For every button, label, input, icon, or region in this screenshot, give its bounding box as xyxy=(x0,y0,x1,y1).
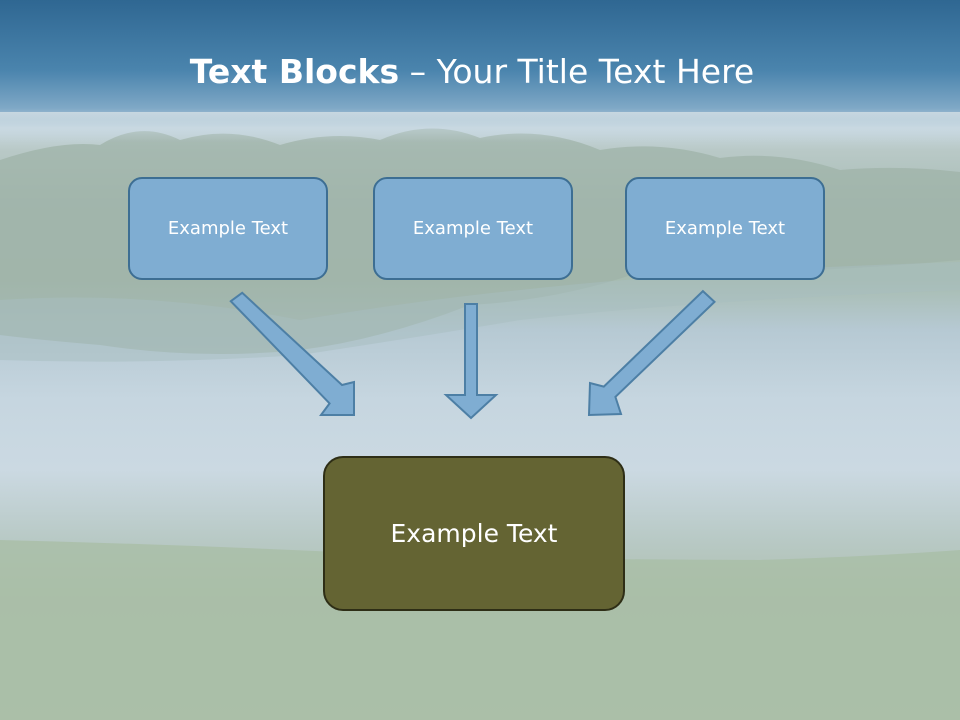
slide-title: Text Blocks – Your Title Text Here xyxy=(0,52,944,91)
target-block-label: Example Text xyxy=(390,519,558,548)
far-shore xyxy=(0,262,960,362)
text-block-3[interactable]: Example Text xyxy=(625,177,825,280)
text-block-2[interactable]: Example Text xyxy=(373,177,573,280)
near-shore xyxy=(0,540,960,720)
title-rest: – Your Title Text Here xyxy=(399,52,755,91)
text-block-1[interactable]: Example Text xyxy=(128,177,328,280)
arrow-left-diagonal-icon xyxy=(229,291,355,416)
text-block-2-label: Example Text xyxy=(412,218,534,239)
arrow-down-icon xyxy=(443,303,499,420)
text-block-3-label: Example Text xyxy=(664,218,786,239)
target-block[interactable]: Example Text xyxy=(323,456,625,611)
title-bold: Text Blocks xyxy=(189,52,400,91)
arrow-right-diagonal-icon xyxy=(587,289,716,417)
text-block-1-label: Example Text xyxy=(167,218,289,239)
